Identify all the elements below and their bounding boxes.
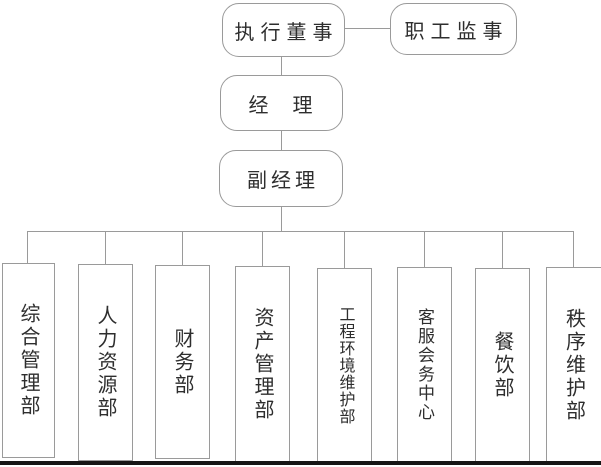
node-executive-director: 执行董事	[222, 3, 345, 57]
node-dept-general-management-label: 综合管理部	[17, 303, 39, 418]
node-staff-supervisor-label: 职工监事	[404, 20, 509, 43]
node-dept-catering-label: 餐饮部	[491, 330, 513, 400]
connector-stub-general-management	[27, 231, 28, 263]
node-dept-asset-management: 资产管理部	[235, 266, 290, 462]
node-dept-service-center: 客服会务中心	[397, 267, 452, 462]
node-executive-director-label: 执行董事	[234, 21, 339, 44]
node-dept-service-center-label: 客服会务中心	[415, 307, 434, 422]
node-manager: 经 理	[220, 75, 343, 131]
connector-stub-human-resources	[105, 231, 106, 264]
node-dept-order-maintenance-label: 秩序维护部	[562, 307, 585, 423]
node-deputy-manager-label: 副经理	[247, 170, 319, 192]
node-dept-engineering-maintenance-label: 工程环境维护部	[336, 305, 354, 425]
node-staff-supervisor: 职工监事	[390, 3, 517, 55]
connector-stub-order-maintenance	[573, 231, 574, 267]
connector-stub-service-center	[424, 231, 425, 267]
bottom-rule	[0, 461, 601, 465]
node-dept-asset-management-label: 资产管理部	[251, 306, 273, 422]
node-dept-finance: 财务部	[155, 265, 210, 459]
connector-stub-catering	[502, 231, 503, 268]
connector-stub-finance	[182, 231, 183, 265]
node-deputy-manager: 副经理	[219, 150, 343, 207]
node-dept-human-resources-label: 人力资源部	[94, 305, 116, 420]
node-dept-order-maintenance: 秩序维护部	[546, 267, 601, 463]
connector-stub-asset-management	[262, 231, 263, 266]
node-dept-general-management: 综合管理部	[2, 263, 55, 458]
connector-bus-line	[27, 231, 573, 232]
connector-exec-supervisor	[345, 28, 390, 29]
node-dept-finance-label: 财务部	[171, 327, 193, 397]
connector-manager-deputy	[281, 131, 282, 150]
node-dept-catering: 餐饮部	[475, 268, 530, 462]
node-dept-human-resources: 人力资源部	[78, 264, 133, 461]
connector-stub-engineering-maintenance	[344, 231, 345, 268]
connector-exec-manager	[281, 57, 282, 75]
node-manager-label: 经 理	[248, 94, 315, 117]
connector-deputy-bus	[281, 207, 282, 231]
node-dept-engineering-maintenance: 工程环境维护部	[317, 268, 372, 462]
